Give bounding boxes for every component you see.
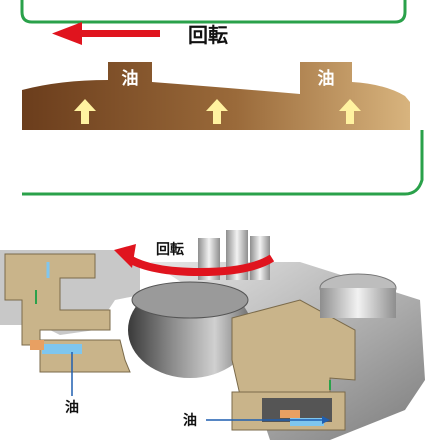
oil-film-right bbox=[290, 418, 324, 426]
oil-film-left bbox=[42, 344, 82, 354]
oil-callout-left: 油 bbox=[65, 399, 79, 416]
curved-rotation-arrow-icon bbox=[114, 244, 275, 277]
bottom-bearing-cutaway: 回転 油 油 bbox=[0, 230, 425, 440]
oil-film-left-orange bbox=[30, 340, 44, 350]
bottom-rotation-label: 回転 bbox=[156, 241, 184, 258]
oil-pocket-label: 油 bbox=[318, 68, 335, 89]
up-arrow-icon bbox=[206, 99, 228, 124]
oil-callout-right: 油 bbox=[183, 412, 197, 429]
section-right bbox=[231, 299, 356, 396]
callout-arrowhead bbox=[322, 416, 330, 424]
upper-rotating-surface bbox=[20, 0, 407, 24]
top-bearing-diagram: 回転 油 油 bbox=[20, 0, 424, 196]
top-rotation-label: 回転 bbox=[188, 23, 228, 47]
central-bore-rim bbox=[131, 281, 249, 319]
lower-fixed-surface bbox=[22, 130, 424, 196]
oil-pocket-label: 油 bbox=[122, 68, 139, 89]
left-arrow-icon bbox=[52, 22, 160, 45]
cylinder-boss-body bbox=[320, 288, 396, 318]
up-arrow-icon bbox=[339, 99, 361, 124]
oil-film-band bbox=[22, 62, 410, 130]
oil-film-right-orange bbox=[280, 410, 300, 418]
section-left bbox=[4, 253, 111, 346]
up-arrow-icon bbox=[74, 99, 96, 124]
